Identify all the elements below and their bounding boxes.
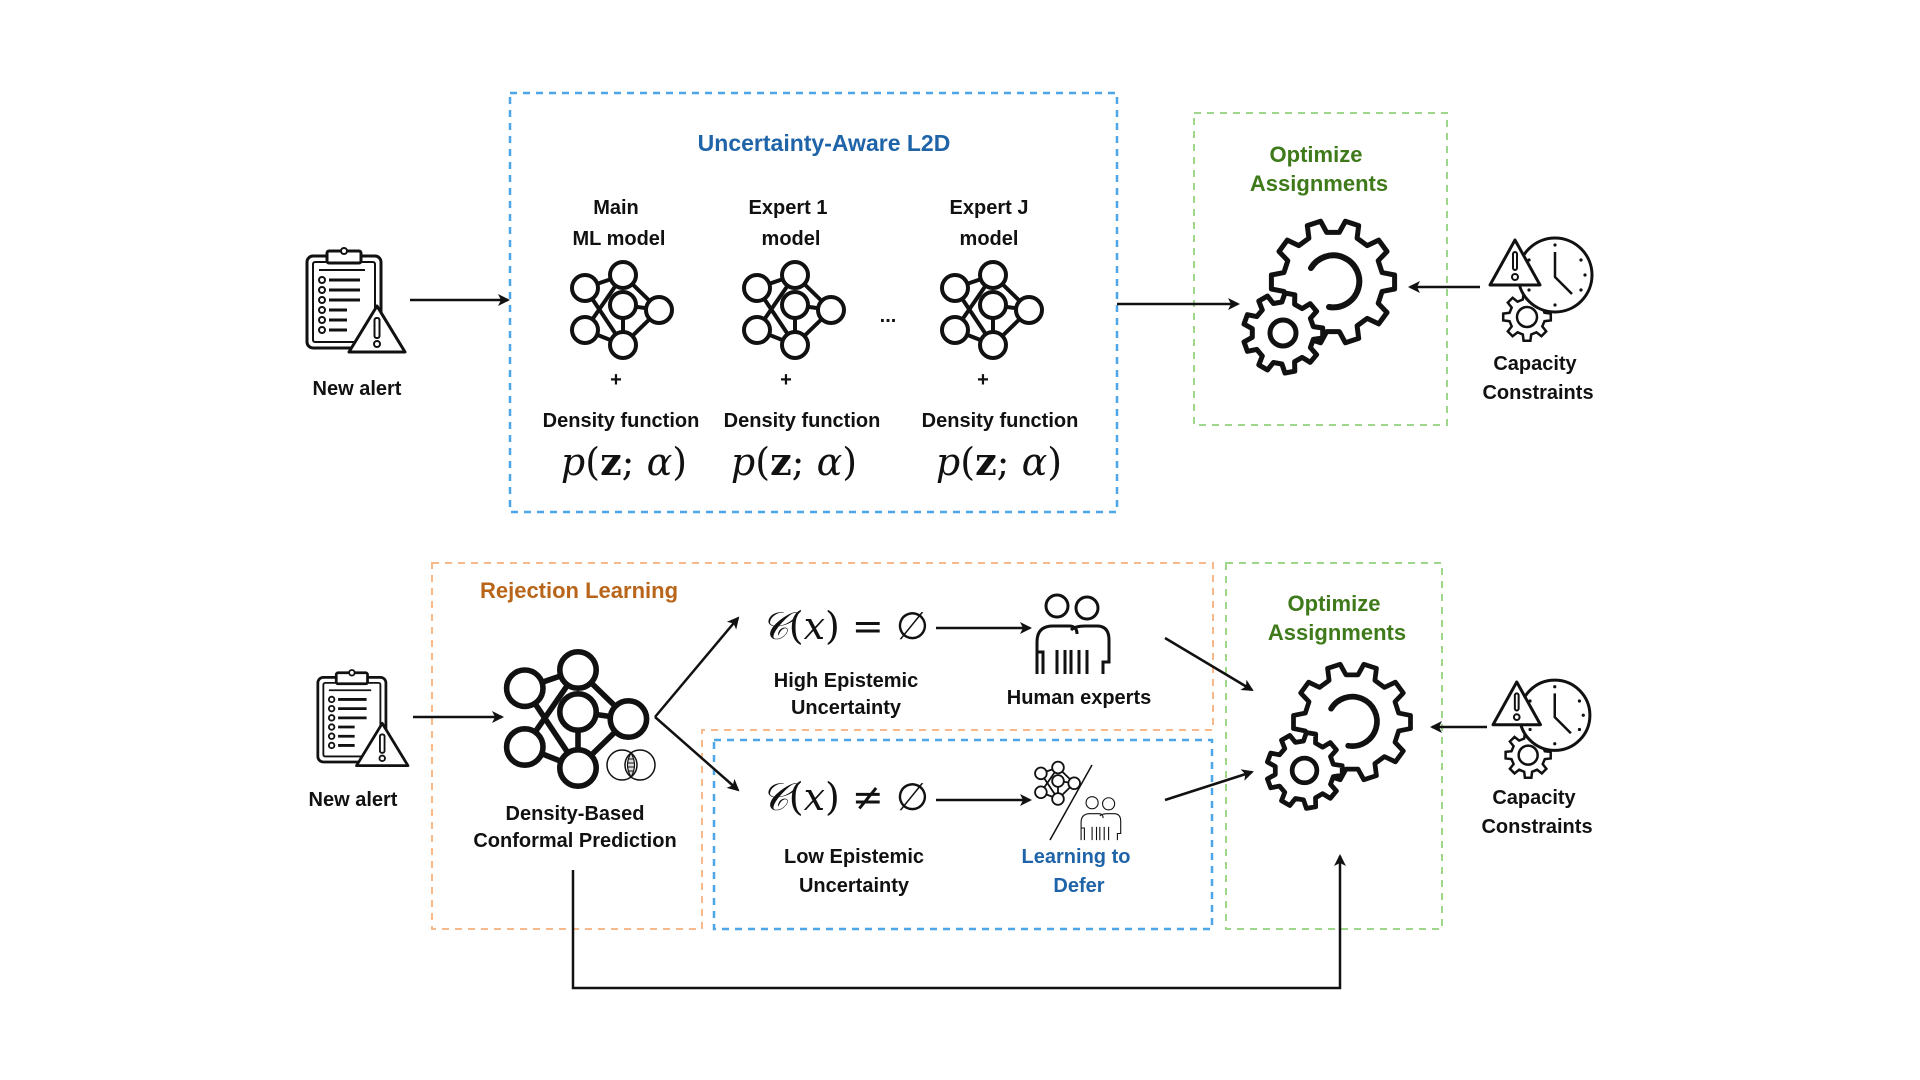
predictor-label-line1: Density-Based (505, 803, 645, 825)
rejection-learning-title: Rejection Learning (479, 578, 679, 603)
optimize-box-bottom (1225, 562, 1443, 930)
capacity-constraints-icon (1491, 678, 1592, 779)
main-model-density-label: Density function (542, 410, 700, 432)
optimize-title-bottom-line1: Optimize (1287, 591, 1381, 616)
small-gear-hub (1289, 755, 1320, 786)
main-model-plus: + (610, 369, 622, 391)
arrow-to-low-uncertainty (654, 716, 740, 792)
clipboard-alert-icon (305, 247, 407, 354)
expert-1-density-label: Density function (723, 410, 881, 432)
capacity-label-top-line2: Constraints (1482, 382, 1594, 404)
small-gear (1265, 730, 1345, 811)
learning-to-defer-label-line2: Defer (1053, 875, 1105, 897)
human-experts-icon (1035, 593, 1111, 674)
expert-1-label-line2: model (761, 228, 821, 250)
nn-icon-expert-j (940, 260, 1044, 360)
expert-j-label-line2: model (959, 228, 1019, 250)
optimize-title-bottom-line2: Assignments (1267, 620, 1407, 645)
nn-icon-main-model (570, 260, 674, 360)
learning-to-defer-label-line1: Learning to (1021, 846, 1131, 868)
main-model-label-line1: Main (593, 197, 639, 219)
high-uncertainty-formula: 𝒞(x) = ∅ (761, 604, 929, 648)
arrow-to-high-uncertainty (654, 616, 740, 718)
arrow-defer-to-optimize (1164, 769, 1254, 802)
clock-hands (1553, 693, 1572, 735)
main-model-label-line2: ML model (572, 228, 666, 250)
expert-1-plus: + (780, 369, 792, 391)
low-uncertainty-label-line1: Low Epistemic (783, 846, 925, 868)
clock-hands (1553, 252, 1573, 295)
expert-1-label-line1: Expert 1 (748, 197, 828, 219)
warning-triangle (1491, 680, 1542, 727)
low-uncertainty-label-line2: Uncertainty (798, 875, 910, 897)
arrow-human-experts-to-optimize (1164, 636, 1254, 692)
predictor-label-line2: Conformal Prediction (473, 830, 677, 852)
venn-diagram-icon (606, 749, 656, 781)
expert-j-density-formula: p(z; α) (935, 439, 1063, 485)
clipboard-alert-icon (316, 669, 410, 768)
expert-j-density-label: Density function (921, 410, 1079, 432)
low-uncertainty-formula: 𝒞(x) ≠ ∅ (761, 775, 929, 819)
main-model-density-formula: p(z; α) (560, 439, 688, 485)
high-uncertainty-label-line2: Uncertainty (790, 697, 902, 719)
feedback-loop-arrow (571, 854, 1346, 990)
learning-to-defer-icon (1034, 760, 1122, 841)
expert-j-label-line1: Expert J (949, 197, 1029, 219)
large-gear-hub (1328, 693, 1380, 749)
optimize-title-top-line2: Assignments (1249, 171, 1389, 196)
ellipsis: ... (879, 305, 897, 327)
l2d-box (508, 91, 1119, 514)
rejection-learning-box (431, 562, 1214, 930)
small-gear (1241, 290, 1326, 376)
capacity-label-top-line1: Capacity (1493, 353, 1577, 375)
large-gear-hub (1308, 252, 1363, 311)
expert-j-plus: + (977, 369, 989, 391)
gears-icon (1265, 661, 1413, 811)
capacity-label-bottom-line2: Constraints (1481, 816, 1593, 838)
high-uncertainty-label-line1: High Epistemic (773, 670, 919, 692)
optimize-box-top (1193, 112, 1448, 426)
small-gear-hub (1267, 317, 1299, 349)
optimize-title-top-line1: Optimize (1269, 142, 1363, 167)
nn-icon-expert-1 (742, 260, 846, 360)
capacity-constraints-icon (1488, 236, 1594, 343)
expert-1-density-formula: p(z; α) (730, 439, 858, 485)
capacity-label-bottom-line1: Capacity (1492, 787, 1576, 809)
human-experts-label: Human experts (1006, 687, 1152, 709)
learning-to-defer-box (712, 738, 1214, 931)
gears-icon (1241, 218, 1398, 376)
warning-triangle (1488, 238, 1542, 287)
new-alert-label-bottom: New alert (308, 789, 398, 811)
l2d-title: Uncertainty-Aware L2D (697, 130, 951, 156)
new-alert-label-top: New alert (312, 378, 402, 400)
